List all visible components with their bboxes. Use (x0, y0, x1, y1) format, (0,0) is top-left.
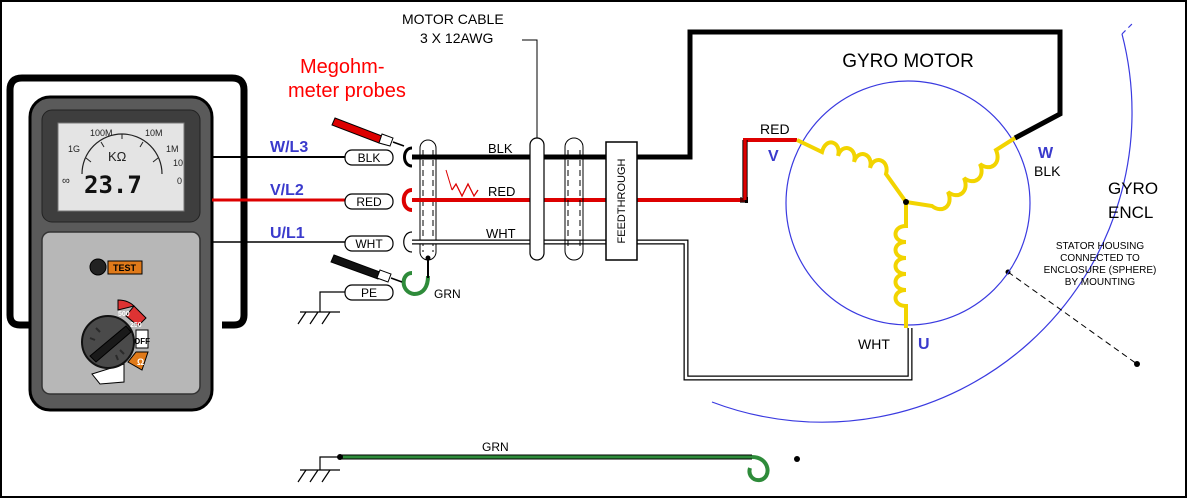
enclosure-title-2: ENCL (1108, 203, 1153, 222)
stator-note: STATOR HOUSING CONNECTED TO ENCLOSURE (S… (1044, 241, 1157, 288)
scale-label-infinity: ∞ (62, 175, 70, 187)
dial-ohm: Ω (137, 357, 144, 367)
phase-label-v-l2: V/L2 (270, 182, 304, 199)
housing-bond-line (1007, 271, 1138, 365)
meter-lcd (57, 122, 185, 212)
terminal-phase-u: U (918, 336, 930, 353)
feedthrough-label: FEEDTHROUGH (616, 158, 628, 243)
meter-strap (6, 74, 248, 329)
cable-label-line1: MOTOR CABLE (402, 11, 504, 27)
coil-u (893, 202, 908, 328)
feedthrough-box (605, 141, 638, 261)
pe-lead (319, 291, 345, 312)
terminal-phase-v: V (768, 148, 779, 165)
tag-pe-text: PE (361, 286, 377, 300)
dial-500: 500 (118, 311, 130, 318)
cable-bundle-1 (529, 137, 545, 261)
stator-note-2: CONNECTED TO (1060, 253, 1140, 264)
scale-label-0: 0 (177, 176, 182, 186)
tag-pe: PE (344, 284, 394, 301)
scale-label-1g: 1G (68, 144, 80, 154)
meter-unit: KΩ (108, 149, 127, 164)
dial-off: OFF (134, 337, 150, 346)
motor-title: GYRO MOTOR (842, 51, 974, 72)
hook-w (403, 146, 413, 168)
terminal-wire-wht: WHT (858, 336, 890, 352)
probe-red[interactable] (331, 117, 405, 147)
probes-annotation-line2: meter probes (288, 80, 406, 102)
ground-symbol-pe (297, 311, 340, 325)
coil-v (796, 138, 908, 204)
phase-label-u-l1: U/L1 (270, 225, 305, 242)
coil-w (905, 136, 1017, 212)
tag-blk: BLK (344, 149, 394, 166)
phase-label-w-l3: W/L3 (270, 139, 308, 156)
test-label-box (107, 260, 143, 275)
tag-wht: WHT (344, 235, 394, 252)
wire-label-blk: BLK (488, 141, 513, 156)
tag-red: RED (344, 193, 394, 210)
wire-blk (412, 29, 1063, 160)
cable-leader (522, 39, 538, 138)
scale-label-10m: 10M (145, 128, 163, 138)
scale-label-100m: 100M (90, 128, 113, 138)
stator-note-3: ENCLOSURE (SPHERE) (1044, 265, 1157, 276)
ground-hook (747, 455, 770, 483)
meter-control-panel (41, 231, 201, 395)
megohmmeter: 1G 100M 10M 1M 10 0 ∞ KΩ 23.7 TEST 500 2… (6, 74, 248, 412)
tag-wht-text: WHT (355, 237, 383, 251)
hook-u (403, 231, 413, 253)
hook-grn (401, 271, 430, 297)
enclosure-sphere (711, 33, 1133, 423)
wire-wht-inner (412, 240, 912, 380)
enclosure-title-1: GYRO (1108, 179, 1158, 198)
terminal-wire-blk: BLK (1034, 163, 1061, 179)
cable-label-line2: 3 X 12AWG (420, 30, 493, 46)
scale-label-1m: 1M (166, 144, 179, 154)
scale-label-10: 10 (173, 158, 183, 168)
wire-label-wht: WHT (486, 226, 516, 241)
meter-reading: 23.7 (84, 171, 142, 199)
grn-label: GRN (434, 287, 461, 301)
leakage-resistor (451, 182, 479, 198)
terminal-wire-red: RED (760, 121, 790, 137)
stator-note-4: BY MOUNTING (1065, 277, 1136, 288)
hook-v (401, 188, 413, 212)
test-label: TEST (113, 263, 137, 273)
ground-wire-label: GRN (482, 440, 509, 454)
tag-red-text: RED (356, 195, 382, 209)
star-point (903, 199, 909, 205)
wire-red (412, 138, 797, 202)
dial-250: 250 (130, 322, 142, 329)
probes-annotation-line1: Megohm- (300, 56, 384, 78)
probe-black[interactable] (330, 254, 403, 283)
wire-label-red: RED (488, 184, 515, 199)
ground-symbol-encl (297, 469, 340, 483)
rotary-knob-pointer (89, 325, 132, 363)
tag-blk-text: BLK (358, 151, 381, 165)
test-button[interactable] (89, 258, 107, 276)
wire-wht-outer (412, 239, 913, 381)
terminal-phase-w: W (1038, 145, 1054, 162)
stator-note-1: STATOR HOUSING (1056, 241, 1145, 252)
cable-bundle-2 (564, 137, 584, 261)
